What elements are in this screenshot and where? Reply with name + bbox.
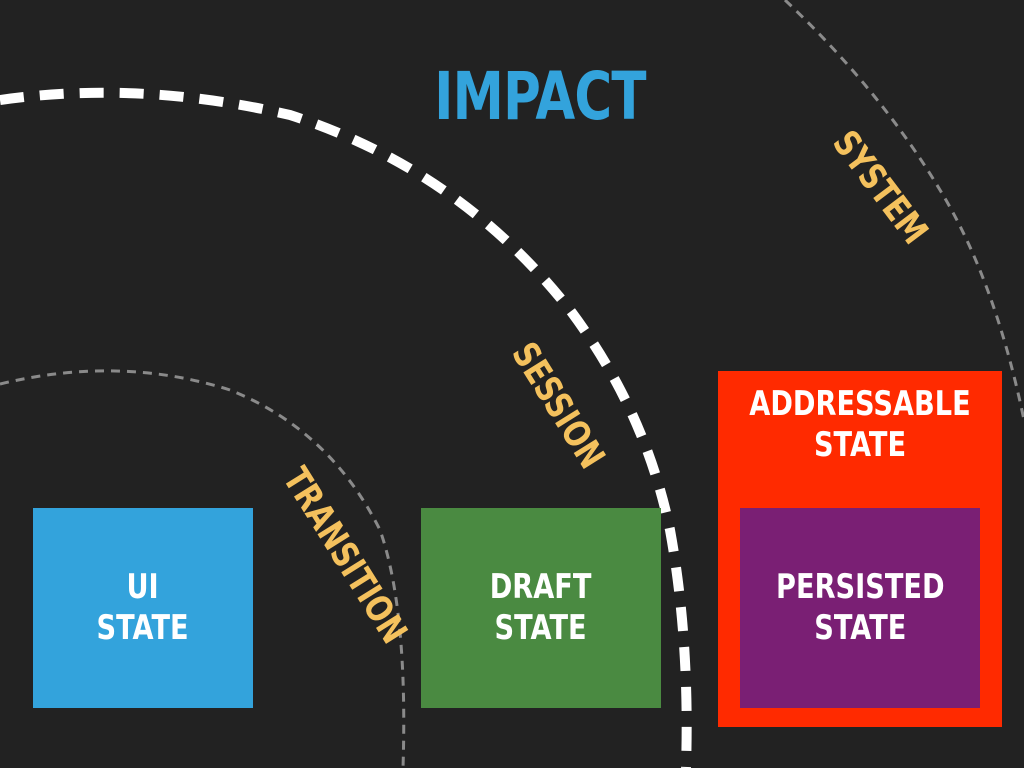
impact-title: IMPACT <box>434 58 646 135</box>
addressable-state-line-2: STATE <box>813 425 907 466</box>
ui-state-line-2: STATE <box>96 608 190 648</box>
ui-state-box: UI STATE <box>33 508 253 708</box>
draft-state-line-1: DRAFT <box>490 566 592 607</box>
persisted-state-line-1: PERSISTED <box>775 566 945 607</box>
ui-state-line-1: UI <box>126 566 160 607</box>
draft-state-box: DRAFT STATE <box>421 508 661 708</box>
addressable-state-line-1: ADDRESSABLE <box>749 384 971 424</box>
persisted-state-line-2: STATE <box>813 608 907 648</box>
draft-state-line-2: STATE <box>494 608 588 648</box>
session-arc <box>0 87 692 768</box>
draft-state-label: DRAFT STATE <box>490 567 592 650</box>
ui-state-label: UI STATE <box>97 567 189 650</box>
transition-arc <box>0 369 406 768</box>
persisted-state-box: PERSISTED STATE <box>740 508 980 708</box>
system-arc <box>783 0 1024 421</box>
persisted-state-label: PERSISTED STATE <box>776 567 944 650</box>
addressable-state-label: ADDRESSABLE STATE <box>718 384 1002 467</box>
